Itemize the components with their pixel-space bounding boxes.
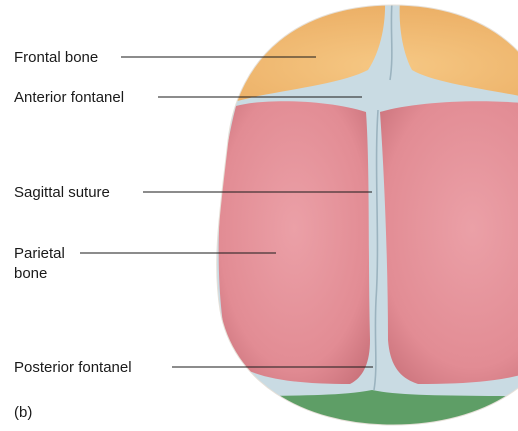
parietal-bone-left xyxy=(219,101,370,384)
parietal-bone-right xyxy=(380,101,518,384)
label-parietal-bone-line2: bone xyxy=(14,265,47,282)
panel-label: (b) xyxy=(14,404,32,421)
skull xyxy=(200,0,518,431)
label-sagittal-suture: Sagittal suture xyxy=(14,184,110,201)
label-frontal-bone: Frontal bone xyxy=(14,49,98,66)
label-parietal-bone-line1: Parietal xyxy=(14,245,65,262)
occipital-bone xyxy=(200,390,518,431)
label-anterior-fontanel: Anterior fontanel xyxy=(14,89,124,106)
label-posterior-fontanel: Posterior fontanel xyxy=(14,359,132,376)
